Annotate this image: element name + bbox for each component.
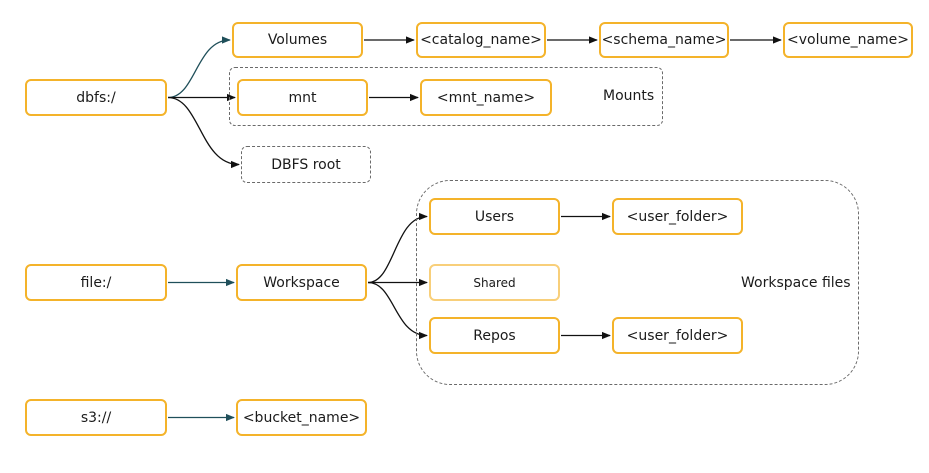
mnt-node: mnt: [237, 79, 368, 116]
s3-root-node: s3://: [25, 399, 167, 436]
schema-name-node: <schema_name>: [599, 22, 729, 58]
edge-workspace-to-repos: [367, 281, 428, 340]
repos-node: Repos: [429, 317, 560, 354]
repos-folder-node: <user_folder>: [612, 317, 743, 354]
bucket-name-node: <bucket_name>: [236, 399, 367, 436]
file-root-node: file:/: [25, 264, 167, 301]
dbfs-root-storage-node: DBFS root: [241, 146, 371, 183]
users-node: Users: [429, 198, 560, 235]
catalog-name-node: <catalog_name>: [416, 22, 546, 58]
edge-dbfs-to-volumes: [167, 36, 231, 99]
workspace-files-group: [416, 180, 859, 385]
mounts-label: Mounts: [603, 88, 655, 104]
users-folder-node: <user_folder>: [612, 198, 743, 235]
dbfs-root-node: dbfs:/: [25, 79, 167, 116]
edge-workspace-to-users: [367, 212, 428, 284]
volume-name-node: <volume_name>: [783, 22, 913, 58]
shared-node: Shared: [429, 264, 560, 301]
mounts-group: [229, 67, 663, 126]
workspace-files-label: Workspace files: [741, 275, 851, 291]
volumes-node: Volumes: [232, 22, 363, 58]
edge-dbfs-to-dbfs_root: [167, 96, 240, 169]
mnt-name-node: <mnt_name>: [420, 79, 552, 116]
workspace-node: Workspace: [236, 264, 367, 301]
